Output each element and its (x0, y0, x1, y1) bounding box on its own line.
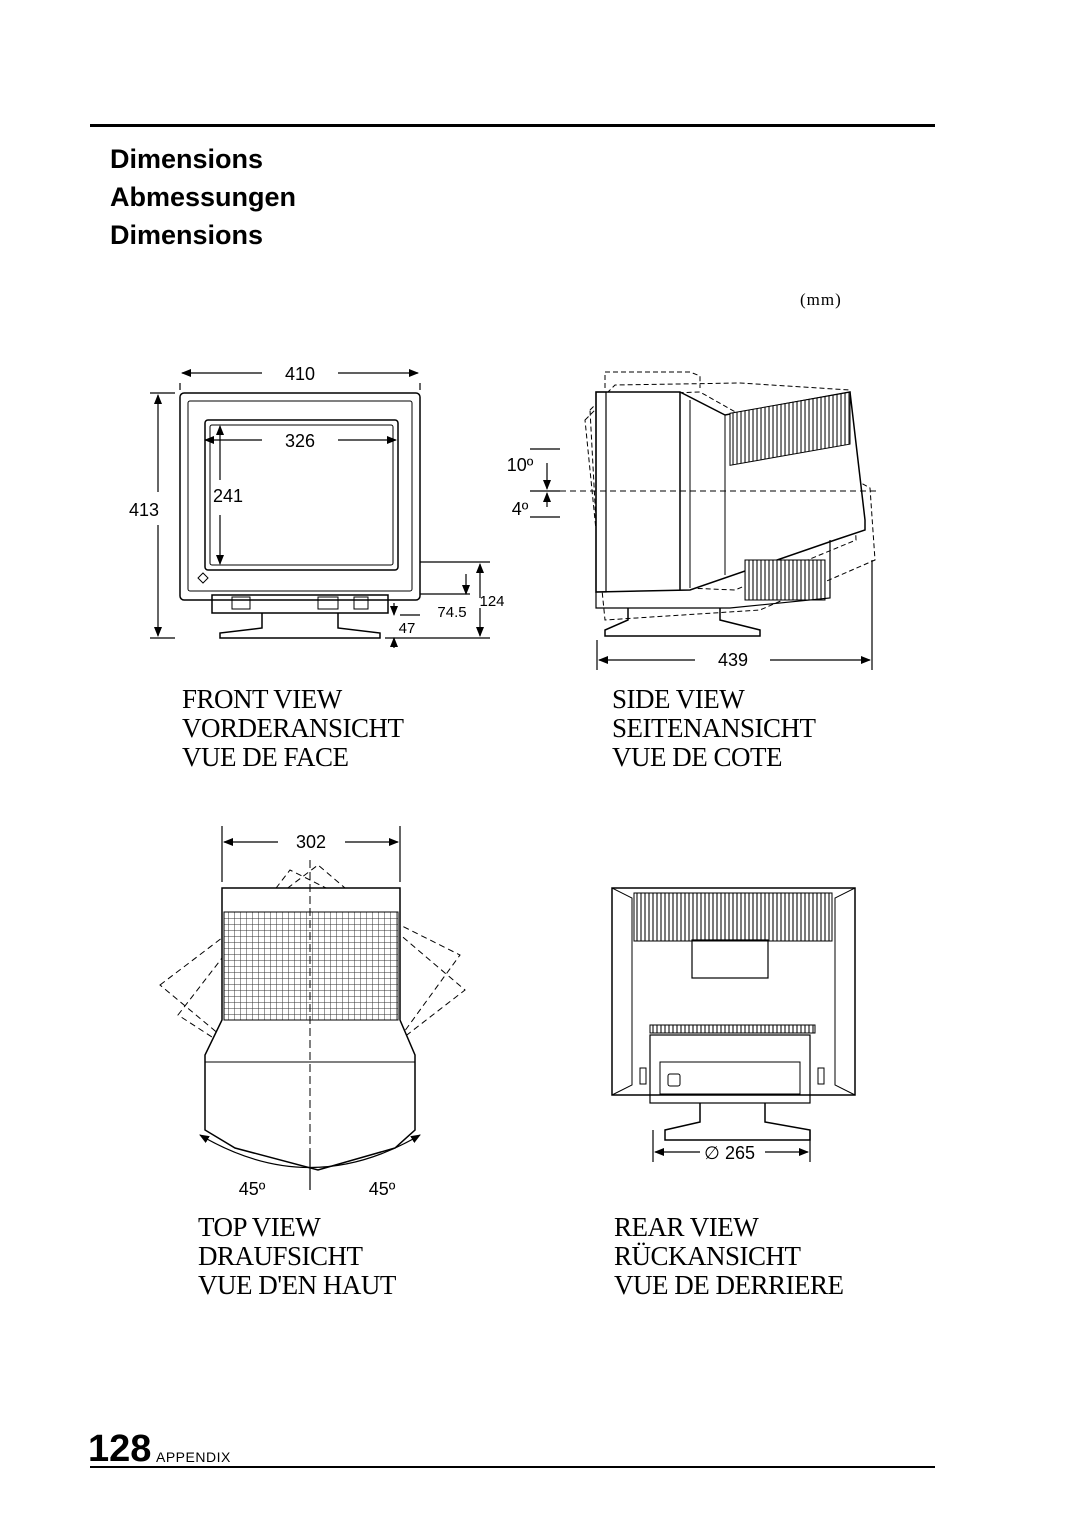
page-heading: Dimensions Abmessungen Dimensions (110, 140, 296, 254)
side-view-drawing (540, 371, 880, 637)
front-view-caption: Front View Vorderansicht Vue de Face (182, 685, 404, 772)
top-view-caption-fr: Vue d'en Haut (198, 1270, 396, 1300)
side-view-labels: 10º 4º 439 (507, 455, 748, 670)
dim-tilt-up: 10º (507, 455, 534, 475)
heading-french: Dimensions (110, 220, 264, 250)
top-view-drawing (159, 860, 466, 1190)
dim-base-step: 47 (399, 620, 416, 637)
front-view-dimensions (150, 369, 490, 648)
side-view-caption-fr: Vue de Cote (612, 742, 782, 772)
rear-view-labels: ∅ 265 (704, 1143, 755, 1163)
rear-view-caption: Rear View Rückansicht Vue de Derriere (614, 1212, 844, 1300)
front-view-caption-fr: Vue de Face (182, 742, 349, 772)
dim-base-diameter: 265 (725, 1143, 755, 1163)
dim-swivel-right: 45º (369, 1179, 396, 1199)
top-view-caption-de: Draufsicht (198, 1241, 363, 1271)
dim-base-offset: 74.5 (437, 604, 466, 621)
rear-view-caption-en: Rear View (614, 1212, 759, 1242)
front-view-caption-de: Vorderansicht (182, 713, 404, 743)
rear-view-dimensions (652, 1130, 811, 1162)
side-view-caption-de: Seitenansicht (612, 713, 816, 743)
top-view-caption-en: Top View (198, 1212, 321, 1242)
dim-depth: 439 (718, 650, 748, 670)
top-view-caption: Top View Draufsicht Vue d'en Haut (198, 1213, 396, 1300)
front-view-caption-en: Front View (182, 684, 342, 714)
page-number: 128 (88, 1428, 152, 1470)
bottom-rule (90, 1466, 935, 1468)
top-view-dimensions (221, 826, 401, 882)
top-rule (90, 124, 935, 127)
dim-tilt-down: 4º (512, 499, 529, 519)
dim-total-width: 410 (285, 364, 315, 384)
dim-total-height: 413 (129, 500, 159, 520)
section-label: APPENDIX (156, 1449, 231, 1465)
heading-german: Abmessungen (110, 182, 297, 212)
heading-english: Dimensions (110, 144, 264, 174)
unit-label: (mm) (800, 290, 842, 309)
top-view-labels: 302 45º 45º (239, 832, 396, 1199)
rear-view-caption-de: Rückansicht (614, 1241, 801, 1271)
dim-screen-height: 241 (213, 486, 243, 506)
rear-view-drawing (611, 887, 856, 1141)
dim-base-height: 124 (479, 593, 504, 610)
front-view-labels: 410 326 241 413 124 74.5 47 (129, 364, 505, 637)
side-view-caption: Side View Seitenansicht Vue de Cote (612, 685, 816, 772)
side-view-dimensions (530, 448, 873, 670)
diameter-symbol: ∅ (704, 1143, 720, 1163)
side-view-caption-en: Side View (612, 684, 745, 714)
dim-screen-width: 326 (285, 431, 315, 451)
front-view-drawing (179, 392, 421, 639)
rear-view-caption-fr: Vue de Derriere (614, 1270, 844, 1300)
dim-top-width: 302 (296, 832, 326, 852)
dim-swivel-left: 45º (239, 1179, 266, 1199)
